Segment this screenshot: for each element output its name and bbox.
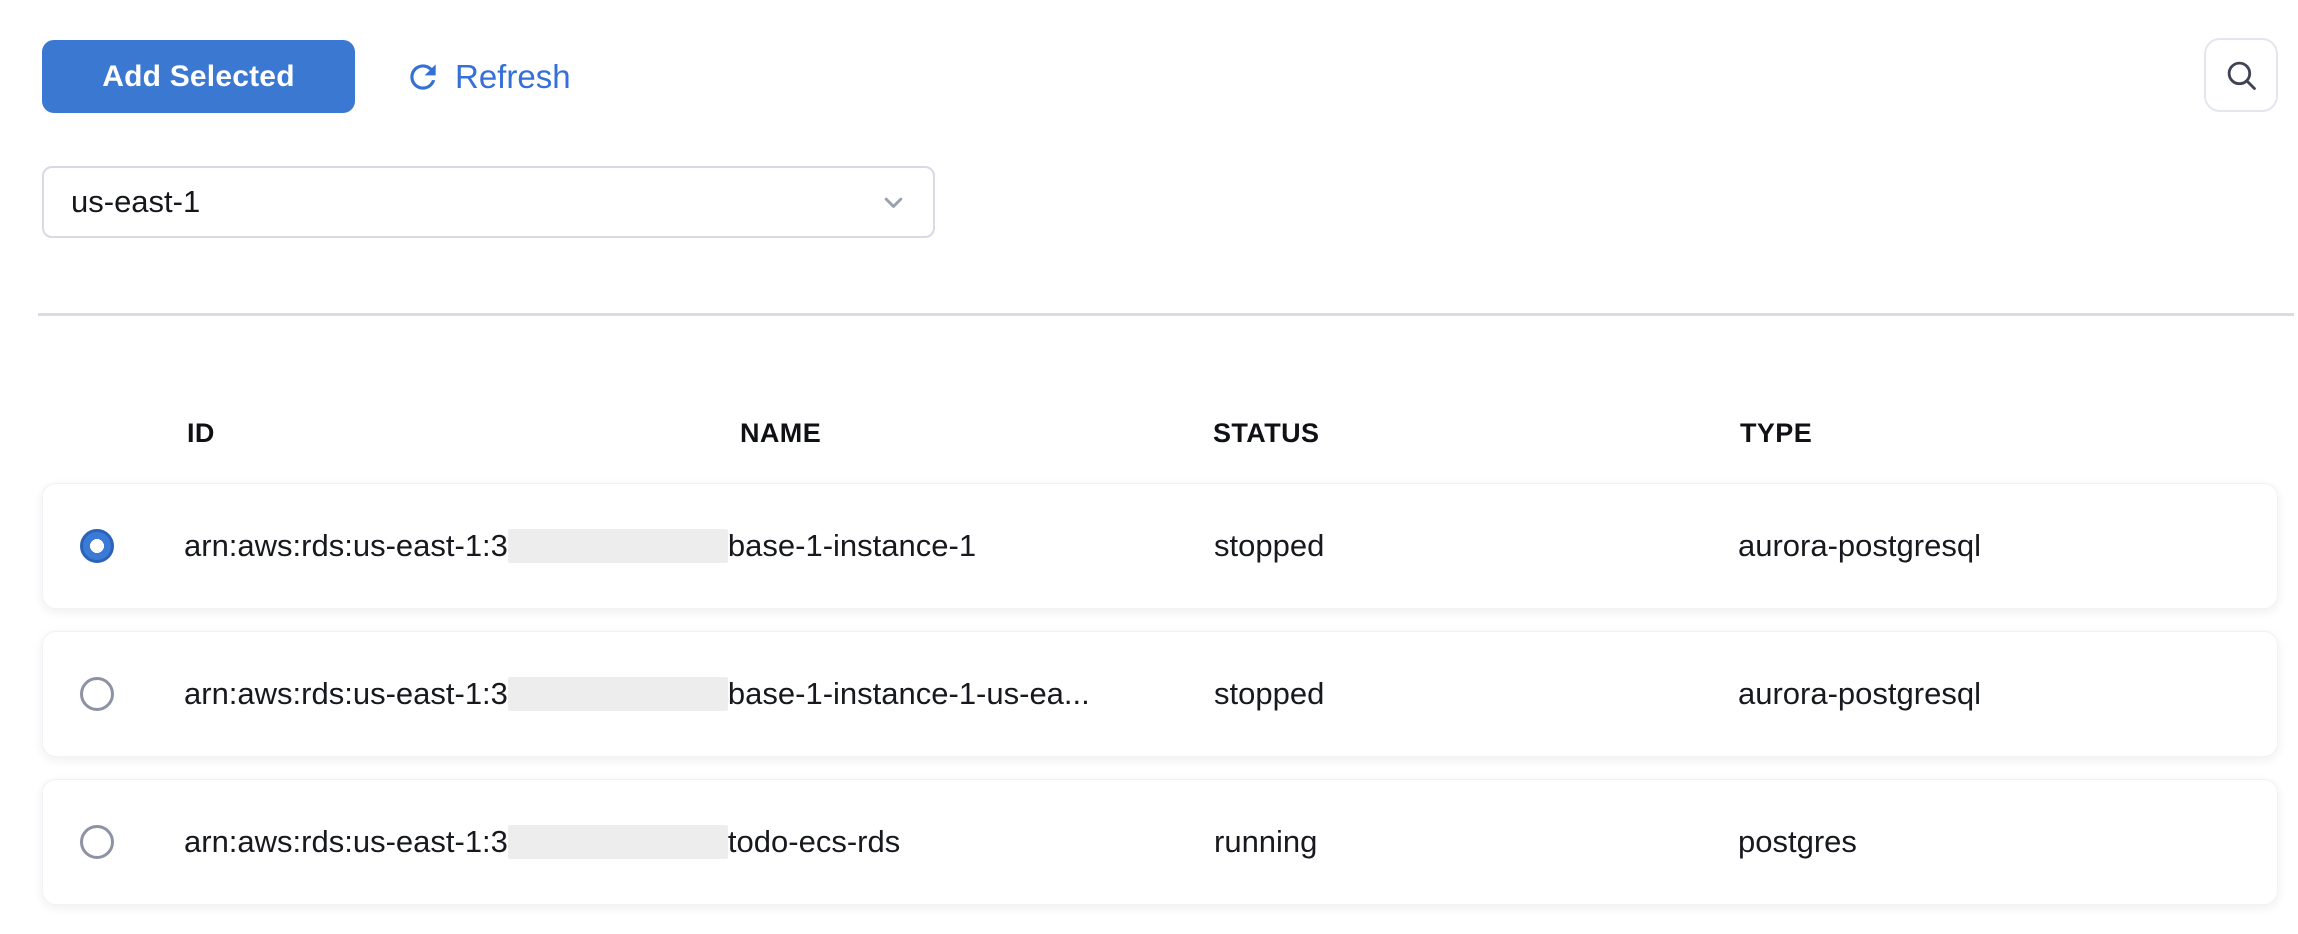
column-header-name: NAME: [740, 418, 822, 448]
refresh-label: Refresh: [455, 57, 571, 95]
column-header-id: ID: [187, 418, 215, 448]
instance-status: stopped: [1214, 676, 1325, 711]
divider: [38, 313, 2294, 316]
table-header: ID NAME STATUS TYPE: [42, 412, 2278, 456]
region-select-value: us-east-1: [71, 184, 201, 219]
chevron-down-icon: [880, 189, 907, 216]
radio-button[interactable]: [80, 677, 114, 711]
radio-cell: [43, 825, 184, 859]
column-header-type: TYPE: [1740, 418, 1813, 448]
search-button[interactable]: [2204, 38, 2278, 112]
add-selected-button[interactable]: Add Selected: [42, 40, 355, 113]
instance-type: aurora-postgresql: [1738, 676, 1981, 711]
refresh-button[interactable]: Refresh: [404, 40, 571, 113]
redacted-account-id: [507, 825, 728, 859]
radio-cell: [43, 677, 184, 711]
radio-button[interactable]: [80, 529, 114, 563]
instance-type: postgres: [1738, 824, 1857, 859]
radio-cell: [43, 529, 184, 563]
instance-status: running: [1214, 824, 1318, 859]
region-select[interactable]: us-east-1: [42, 166, 935, 238]
redacted-account-id: [507, 529, 728, 563]
refresh-icon: [404, 58, 442, 96]
radio-button[interactable]: [80, 825, 114, 859]
instance-type: aurora-postgresql: [1738, 528, 1981, 563]
column-header-status: STATUS: [1213, 418, 1320, 448]
redacted-account-id: [507, 677, 728, 711]
search-icon: [2222, 56, 2260, 94]
instance-status: stopped: [1214, 528, 1325, 563]
